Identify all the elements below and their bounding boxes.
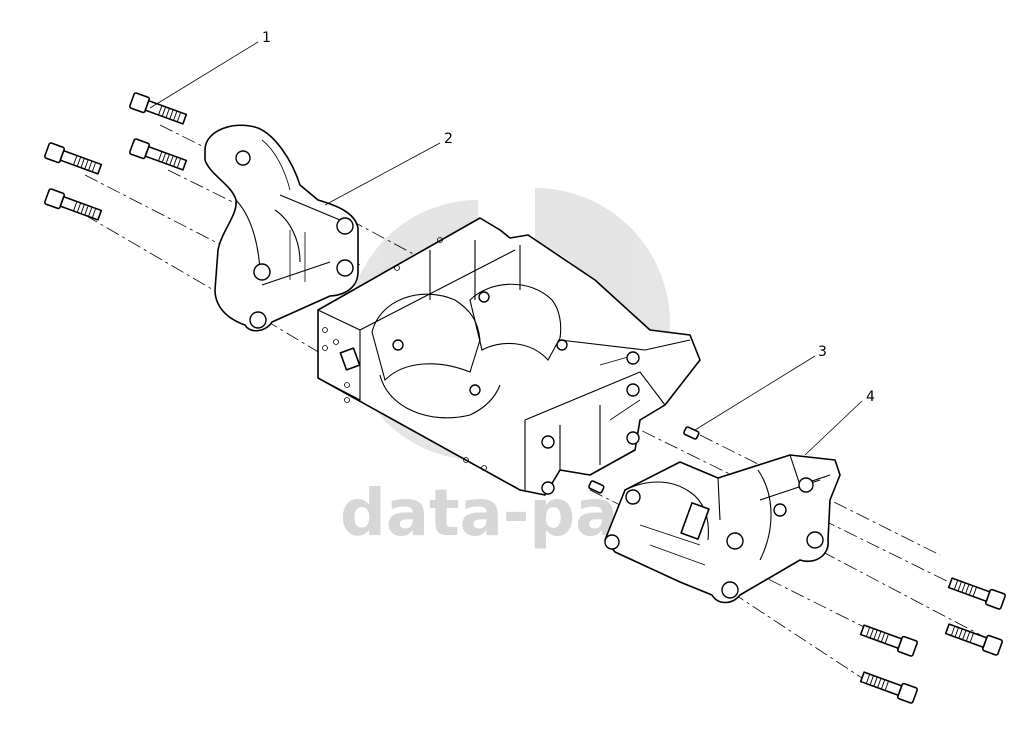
callout-2: 2: [444, 131, 453, 147]
callouts: 1 2 3 4: [262, 30, 875, 405]
callout-1: 1: [262, 30, 271, 46]
bolt-lower-2: [944, 623, 1003, 656]
bracket-rear: [604, 454, 841, 604]
bolt-upper-3: [44, 142, 103, 175]
leader-line-4: [804, 400, 863, 456]
main-frame: [317, 217, 701, 496]
bolt-lower-1: [947, 577, 1006, 610]
dowel-pin-upper: [683, 426, 700, 440]
bolt-upper-2: [129, 138, 188, 171]
leader-line-2: [324, 142, 441, 206]
bracket-front: [204, 124, 359, 332]
callout-4: 4: [866, 389, 875, 405]
dowel-pin-lower: [588, 480, 605, 494]
callout-3: 3: [818, 344, 827, 360]
bolt-upper-1: [129, 92, 188, 125]
leader-line-3: [694, 355, 816, 431]
bolt-lower-3: [859, 624, 918, 657]
bolt-upper-4: [44, 188, 103, 221]
leader-line-1: [149, 41, 259, 109]
bolt-lower-4: [859, 671, 918, 704]
leader-lines: [149, 41, 863, 456]
